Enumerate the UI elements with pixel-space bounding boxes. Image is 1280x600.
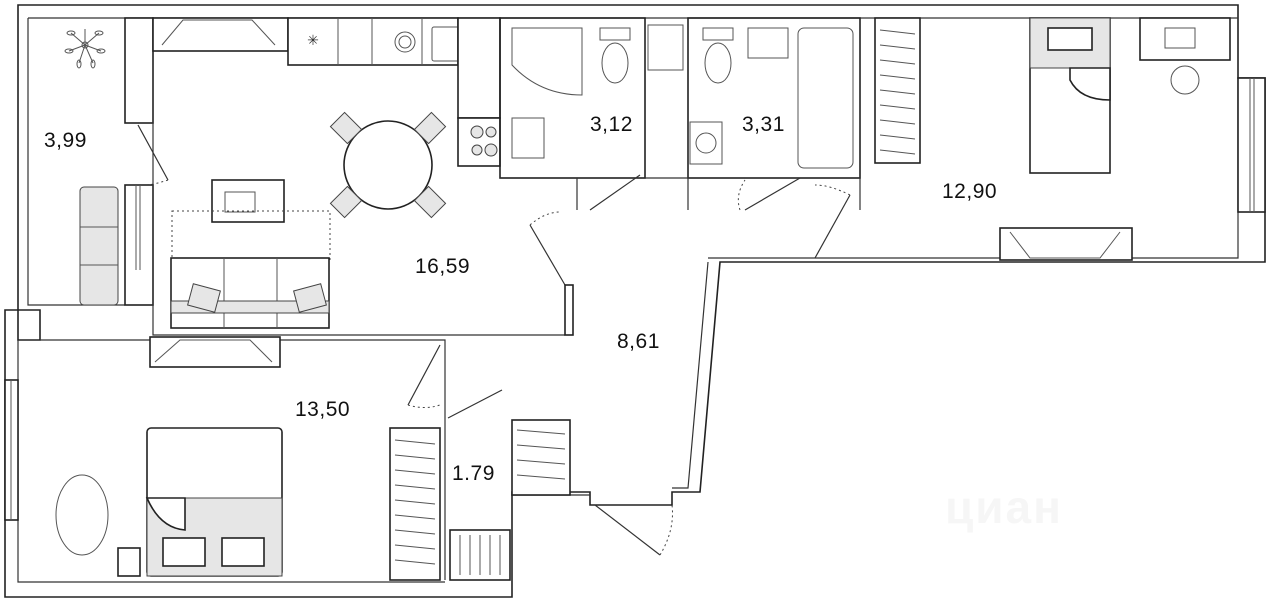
bathroom-2-door[interactable]	[744, 177, 801, 211]
desk	[1139, 17, 1231, 61]
bed-double	[145, 427, 283, 577]
toilet-icon	[702, 27, 734, 41]
room-area-kitchen-living: 16,59	[415, 255, 471, 278]
coffee-table	[211, 179, 285, 223]
bedroom-1-door[interactable]	[814, 194, 851, 259]
basin-icon	[511, 117, 545, 159]
dining-table	[329, 111, 447, 219]
room-area-bathroom-2: 3,31	[742, 113, 785, 136]
balcony-window	[124, 184, 154, 306]
bathroom-2	[687, 17, 861, 179]
bedroom-1-window-sill	[999, 227, 1133, 261]
bed-single	[1029, 17, 1111, 174]
nightstand	[117, 547, 141, 577]
washer-icon	[689, 121, 723, 165]
balcony-bench	[79, 186, 119, 306]
bathroom-1-door[interactable]	[589, 174, 641, 211]
room-area-wardrobe: 1.79	[452, 462, 495, 485]
sofa	[170, 257, 330, 329]
room-area-bedroom-2: 13,50	[295, 398, 351, 421]
dishwasher-icon	[394, 31, 416, 53]
fridge-icon: ✳	[307, 32, 319, 48]
chair-icon	[1170, 65, 1200, 95]
column	[124, 17, 154, 124]
bathtub-icon	[797, 27, 854, 169]
bathroom-1	[499, 17, 684, 179]
room-area-hallway: 8,61	[617, 330, 660, 353]
rug-icon	[55, 474, 109, 556]
window-right	[1237, 77, 1266, 213]
watermark-logo: циан	[945, 481, 1063, 533]
kitchen-window-sill	[152, 17, 289, 52]
room-area-balcony: 3,99	[44, 129, 87, 152]
wardrobe-storage	[389, 419, 571, 581]
laptop-icon	[224, 191, 256, 213]
basin-icon	[747, 27, 789, 59]
laptop-icon	[1164, 27, 1196, 49]
stove-icon	[457, 117, 501, 167]
bedroom-2-window-sill	[149, 336, 281, 368]
room-area-bathroom-1: 3,12	[590, 113, 633, 136]
plant-icon	[64, 29, 106, 69]
toilet-icon	[599, 27, 631, 41]
shower-icon	[511, 27, 583, 96]
room-area-bedroom-1: 12,90	[942, 180, 998, 203]
wardrobe-door[interactable]	[447, 389, 503, 419]
wardrobe-bedroom-1	[874, 17, 921, 164]
bedroom-2-door[interactable]	[407, 344, 441, 406]
kitchen-counter: ✳	[152, 17, 501, 167]
entrance-door[interactable]	[594, 504, 661, 556]
living-door[interactable]	[529, 224, 566, 286]
